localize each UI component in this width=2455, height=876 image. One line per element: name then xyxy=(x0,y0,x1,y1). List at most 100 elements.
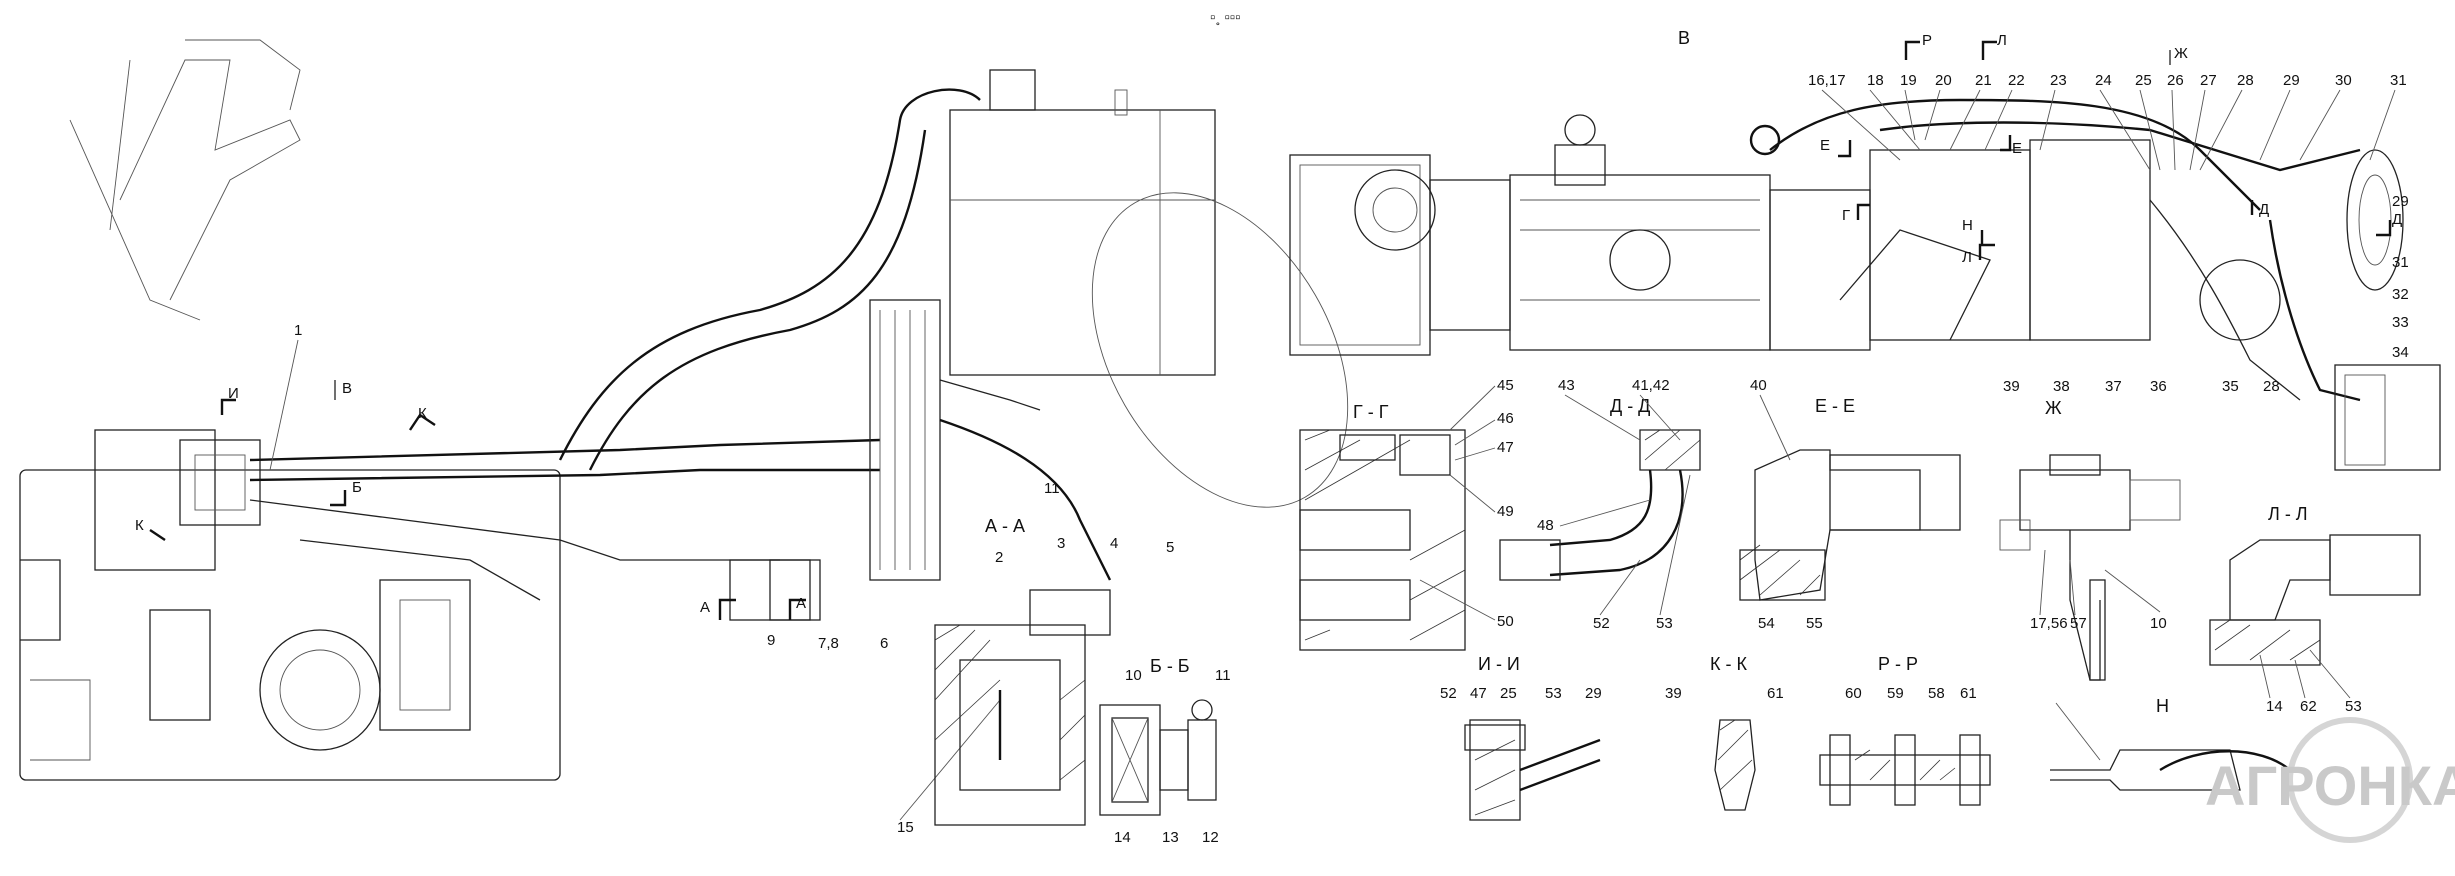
callout-35: 35 xyxy=(2222,378,2239,395)
section-l-l-title: Л - Л xyxy=(2268,504,2308,524)
callout-47-ii: 53 xyxy=(1545,685,1562,702)
callout-39-rr: 60 xyxy=(1845,685,1862,702)
callout-11-upper: 11 xyxy=(1044,480,1060,497)
callout-26: 26 xyxy=(2167,72,2184,89)
view-v-engine: В xyxy=(1289,28,2441,471)
callout-39: 39 xyxy=(2003,378,2020,395)
left-view-markers: И В К Б К А А xyxy=(135,380,806,620)
callout-32: 32 xyxy=(2392,286,2409,303)
callout-17-56: 10 xyxy=(2150,615,2167,632)
section-zh-title: Ж xyxy=(2045,398,2062,418)
callout-45: 46 xyxy=(1497,410,1514,427)
callout-52-ii: 25 xyxy=(1500,685,1517,702)
marker-n: Н xyxy=(1962,217,1973,234)
callout-14-ll: 53 xyxy=(2345,698,2362,715)
marker-g: Г xyxy=(1842,207,1850,224)
callout-5: 5 xyxy=(1166,539,1174,556)
callout-10: 10 xyxy=(1125,667,1142,684)
section-r-r-title: Р - Р xyxy=(1878,654,1918,674)
callout-31: 31 xyxy=(2390,72,2407,89)
section-r-r: Р - Р 60 59 58 61 xyxy=(1819,654,1991,806)
callout-34: 34 xyxy=(2392,344,2409,361)
callout-7-8: 7,8 xyxy=(818,635,839,652)
callout-51: 53 xyxy=(1656,615,1673,632)
marker-d-left: Д xyxy=(2259,201,2269,218)
callout-57: 14 xyxy=(2266,698,2283,715)
view-v-markers: Р Л Ж Е Е Г Н Л Д Д xyxy=(1820,32,2402,266)
callout-24: 24 xyxy=(2095,72,2112,89)
section-e-e: Е - Е 40 54 55 xyxy=(1739,377,1961,632)
callout-12: 12 xyxy=(1202,829,1219,846)
marker-b: Б xyxy=(352,479,362,496)
callout-52-ee: 54 xyxy=(1758,615,1775,632)
callout-10-ll: 62 xyxy=(2300,698,2317,715)
marker-l-bottom: Л xyxy=(1962,249,1972,266)
callout-1: 1 xyxy=(294,322,302,339)
section-d-d: Д - Д 43 41,42 48 52 53 xyxy=(1499,377,1701,632)
marker-k-top: К xyxy=(418,405,427,422)
callout-18: 18 xyxy=(1867,72,1884,89)
callout-38: 38 xyxy=(2053,378,2070,395)
section-g-g: Г - Г 45 46 47 49 50 xyxy=(1299,377,1514,651)
section-g-g-title: Г - Г xyxy=(1353,402,1389,422)
callout-29: 29 xyxy=(2283,72,2300,89)
callout-31-right: 31 xyxy=(2392,254,2409,271)
callout-11-bb: 11 xyxy=(1215,667,1231,684)
callout-4: 4 xyxy=(1110,535,1118,552)
callout-16-17: 16,17 xyxy=(1808,72,1846,89)
callout-61-rr: 59 xyxy=(1887,685,1904,702)
callout-43: 43 xyxy=(1558,377,1575,394)
callout-46: 47 xyxy=(1497,439,1514,456)
callout-53-ee: 55 xyxy=(1806,615,1823,632)
callout-20: 20 xyxy=(1935,72,1952,89)
section-e-e-title: Е - Е xyxy=(1815,396,1855,416)
callout-13: 13 xyxy=(1162,829,1179,846)
callout-14: 14 xyxy=(1114,829,1131,846)
view-n-title: Н xyxy=(2156,696,2169,716)
callout-41-42: 41,42 xyxy=(1632,377,1670,394)
callout-15: 15 xyxy=(897,819,914,836)
callout-40: 40 xyxy=(1750,377,1767,394)
callout-48: 49 xyxy=(1497,503,1514,520)
section-zh: Ж 17,56 57 10 xyxy=(1999,398,2181,681)
callout-44: 45 xyxy=(1497,377,1514,394)
marker-k-left: К xyxy=(135,517,144,534)
callout-29-kk: 61 xyxy=(1767,685,1784,702)
marker-v: В xyxy=(342,380,352,397)
callout-50: 52 xyxy=(1593,615,1610,632)
section-a-a-title: А - А xyxy=(985,516,1025,536)
callout-6: 6 xyxy=(880,635,888,652)
marker-a-right: А xyxy=(796,595,806,612)
callout-27: 27 xyxy=(2200,72,2217,89)
marker-zh: Ж xyxy=(2174,45,2188,62)
section-i-i: И - И 52 47 25 53 29 xyxy=(1440,654,1602,821)
section-k-k-title: К - К xyxy=(1710,654,1747,674)
callout-25-ii: 29 xyxy=(1585,685,1602,702)
view-v-title: В xyxy=(1678,28,1690,48)
marker-e-right: Е xyxy=(2012,140,2022,157)
callout-2: 2 xyxy=(995,549,1003,566)
section-d-d-title: Д - Д xyxy=(1610,396,1650,416)
callout-59: 61 xyxy=(1960,685,1977,702)
marker-e-left: Е xyxy=(1820,137,1830,154)
callout-25: 25 xyxy=(2135,72,2152,89)
marker-l-top: Л xyxy=(1997,32,2007,49)
section-b-b: Б - Б xyxy=(1099,656,1217,816)
section-l-l: Л - Л 14 62 53 xyxy=(2209,504,2421,715)
callout-29-right: 29 xyxy=(2392,193,2409,210)
marker-i: И xyxy=(228,385,239,402)
watermark: АГРОНКА xyxy=(2205,717,2455,843)
marker-d-right: Д xyxy=(2392,211,2402,228)
watermark-text: АГРОНКА xyxy=(2205,754,2455,817)
callout-37: 37 xyxy=(2105,378,2122,395)
callout-55: 57 xyxy=(2070,615,2087,632)
callout-23: 23 xyxy=(2050,72,2067,89)
header-mark: ▫˳ ▫▫▫ xyxy=(1210,9,1240,26)
callout-60: 58 xyxy=(1928,685,1945,702)
callout-53-ii: 47 xyxy=(1470,685,1487,702)
callout-28: 28 xyxy=(2237,72,2254,89)
callout-28-lower: 28 xyxy=(2263,378,2280,395)
callout-33: 33 xyxy=(2392,314,2409,331)
callout-54: 17,56 xyxy=(2030,615,2068,632)
